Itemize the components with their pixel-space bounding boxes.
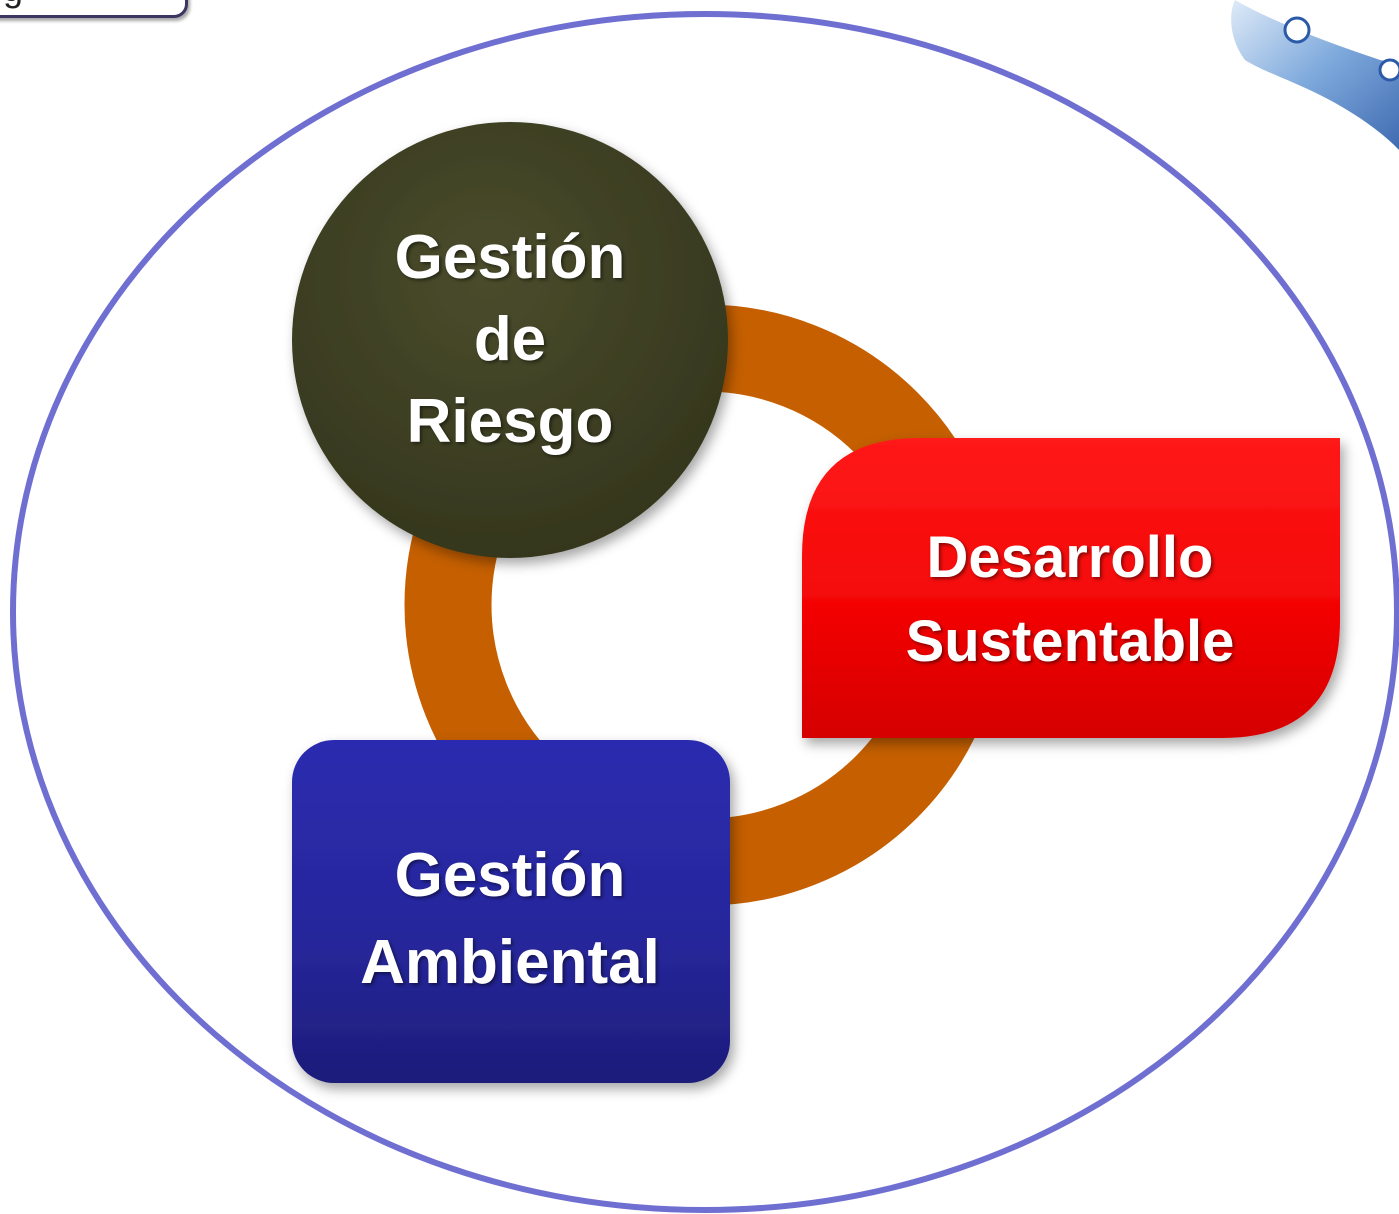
- corner-decoration: [1231, 0, 1399, 150]
- riesgo-label-line1: Gestión: [394, 223, 626, 293]
- riesgo-label: Gestión de Riesgo: [330, 200, 690, 480]
- ambiental-label-line1: Gestión: [394, 841, 626, 911]
- riesgo-label-line3: Riesgo: [406, 386, 614, 456]
- ambiental-label: Gestión Ambiental: [300, 810, 720, 1030]
- desarrollo-label: Desarrollo Sustentable: [820, 500, 1320, 700]
- ambiental-node[interactable]: [292, 740, 730, 1083]
- tab-label: g: [0, 0, 188, 18]
- ambiental-label-line2: Ambiental: [360, 928, 660, 997]
- desarrollo-node[interactable]: [802, 438, 1340, 738]
- tab-label-text: g: [3, 0, 23, 7]
- riesgo-node[interactable]: [292, 122, 728, 558]
- desarrollo-label-line2: Sustentable: [905, 609, 1235, 674]
- outer-circle: [10, 11, 1399, 1213]
- riesgo-label-line2: de: [473, 305, 547, 375]
- desarrollo-label-line1: Desarrollo: [926, 524, 1214, 590]
